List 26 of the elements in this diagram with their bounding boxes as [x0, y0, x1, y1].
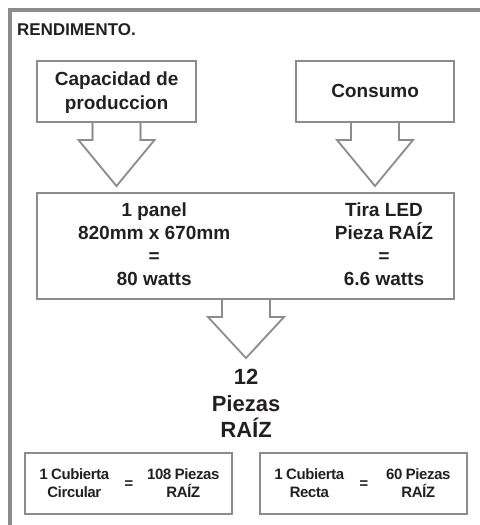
info-box: [36, 60, 197, 123]
info-box: [24, 452, 233, 515]
box-text: 1 Cubierta Circular: [38, 466, 110, 501]
info-box: [36, 192, 455, 300]
box-text: 1 panel: [120, 200, 188, 224]
box-text: Pieza RAÍZ: [334, 223, 433, 246]
equals-sign: =: [359, 474, 368, 492]
box-text: 820mm x 670mm: [78, 223, 230, 246]
box-text: Capacidad de produccion: [54, 68, 180, 116]
box-text: 108 Piezas RAÍZ: [146, 466, 220, 501]
box-text: 1 Cubierta Recta: [273, 466, 346, 501]
box-text: =: [377, 246, 390, 269]
box-text: 6.6 watts: [342, 268, 426, 292]
info-box: [295, 60, 455, 123]
box-text: 12 Piezas RAÍZ: [211, 364, 281, 444]
title: RENDIMENTO.: [17, 20, 136, 40]
block-arrow: [76, 121, 157, 188]
box-text: =: [148, 246, 161, 269]
block-arrow: [206, 298, 286, 360]
box-text: 80 watts: [116, 268, 193, 292]
info-box: [259, 452, 468, 515]
box-text: Tira LED: [344, 200, 424, 222]
equals-sign: =: [124, 474, 133, 492]
box-text: Consumo: [331, 80, 419, 104]
box-text: 60 Piezas RAÍZ: [385, 466, 451, 501]
block-arrow: [334, 121, 416, 188]
